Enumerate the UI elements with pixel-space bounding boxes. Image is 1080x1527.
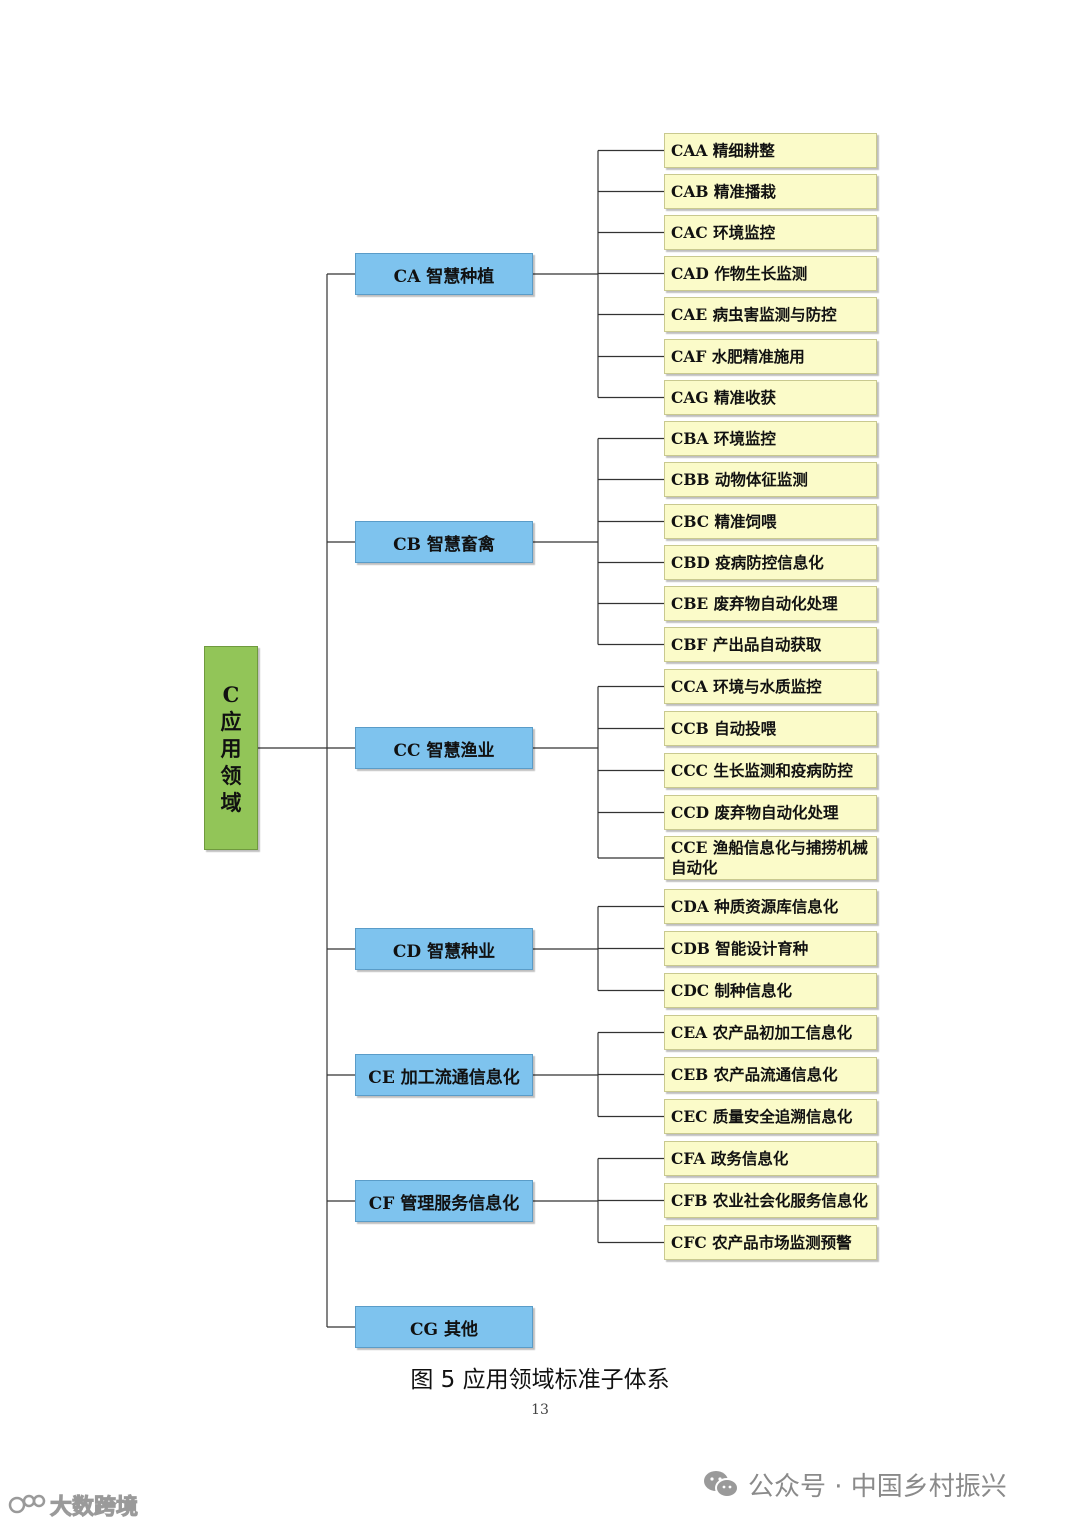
category-node-cd: CD 智慧种业 xyxy=(355,928,533,970)
category-node-ca: CA 智慧种植 xyxy=(355,253,533,295)
leaf-node: CCA 环境与水质监控 xyxy=(664,669,877,704)
leaf-node: CAC 环境监控 xyxy=(664,215,877,250)
leaf-node: CBE 废弃物自动化处理 xyxy=(664,586,877,621)
leaf-node: CEC 质量安全追溯信息化 xyxy=(664,1099,877,1134)
leaf-node: CBB 动物体征监测 xyxy=(664,462,877,497)
leaf-node: CCE 渔船信息化与捕捞机械自动化 xyxy=(664,836,877,880)
root-char: C xyxy=(222,681,240,707)
category-node-cg: CG 其他 xyxy=(355,1306,533,1348)
category-node-cc: CC 智慧渔业 xyxy=(355,727,533,769)
wechat-icon xyxy=(704,1471,739,1498)
category-node-cf: CF 管理服务信息化 xyxy=(355,1180,533,1222)
leaf-node: CCB 自动投喂 xyxy=(664,711,877,746)
leaf-node: CDA 种质资源库信息化 xyxy=(664,889,877,924)
leaf-node: CAF 水肥精准施用 xyxy=(664,339,877,374)
root-node: C 应 用 领 域 xyxy=(204,646,258,850)
leaf-node: CFC 农产品市场监测预警 xyxy=(664,1225,877,1260)
leaf-node: CBA 环境监控 xyxy=(664,421,877,456)
brand-logo-icon xyxy=(8,1494,46,1514)
root-char: 领 xyxy=(220,762,242,788)
leaf-node: CDC 制种信息化 xyxy=(664,973,877,1008)
leaf-node: CEB 农产品流通信息化 xyxy=(664,1057,877,1092)
leaf-node: CDB 智能设计育种 xyxy=(664,931,877,966)
root-char: 域 xyxy=(220,789,242,815)
leaf-node: CAE 病虫害监测与防控 xyxy=(664,297,877,332)
category-node-cb: CB 智慧畜禽 xyxy=(355,521,533,563)
brand-watermark: 大数跨境 xyxy=(8,1490,139,1521)
leaf-node: CAB 精准播栽 xyxy=(664,174,877,209)
leaf-node: CEA 农产品初加工信息化 xyxy=(664,1015,877,1050)
root-char: 应 xyxy=(220,708,242,734)
watermark-left-text: 大数跨境 xyxy=(49,1495,139,1521)
leaf-node: CAA 精细耕整 xyxy=(664,133,877,168)
leaf-node: CFA 政务信息化 xyxy=(664,1141,877,1176)
leaf-node: CBF 产出品自动获取 xyxy=(664,627,877,662)
watermark-right-text: 公众号 · 中国乡村振兴 xyxy=(748,1471,1007,1502)
leaf-node: CCC 生长监测和疫病防控 xyxy=(664,753,877,788)
leaf-node: CBC 精准饲喂 xyxy=(664,504,877,539)
leaf-node: CAG 精准收获 xyxy=(664,380,877,415)
category-node-ce: CE 加工流通信息化 xyxy=(355,1054,533,1096)
leaf-node: CFB 农业社会化服务信息化 xyxy=(664,1183,877,1218)
figure-caption: 图 5 应用领域标准子体系 xyxy=(410,1367,670,1393)
wechat-watermark: 公众号 · 中国乡村振兴 xyxy=(702,1466,1007,1502)
page-number: 13 xyxy=(531,1402,549,1418)
leaf-node: CAD 作物生长监测 xyxy=(664,256,877,291)
leaf-node: CCD 废弃物自动化处理 xyxy=(664,795,877,830)
root-char: 用 xyxy=(220,735,242,761)
leaf-node: CBD 疫病防控信息化 xyxy=(664,545,877,580)
